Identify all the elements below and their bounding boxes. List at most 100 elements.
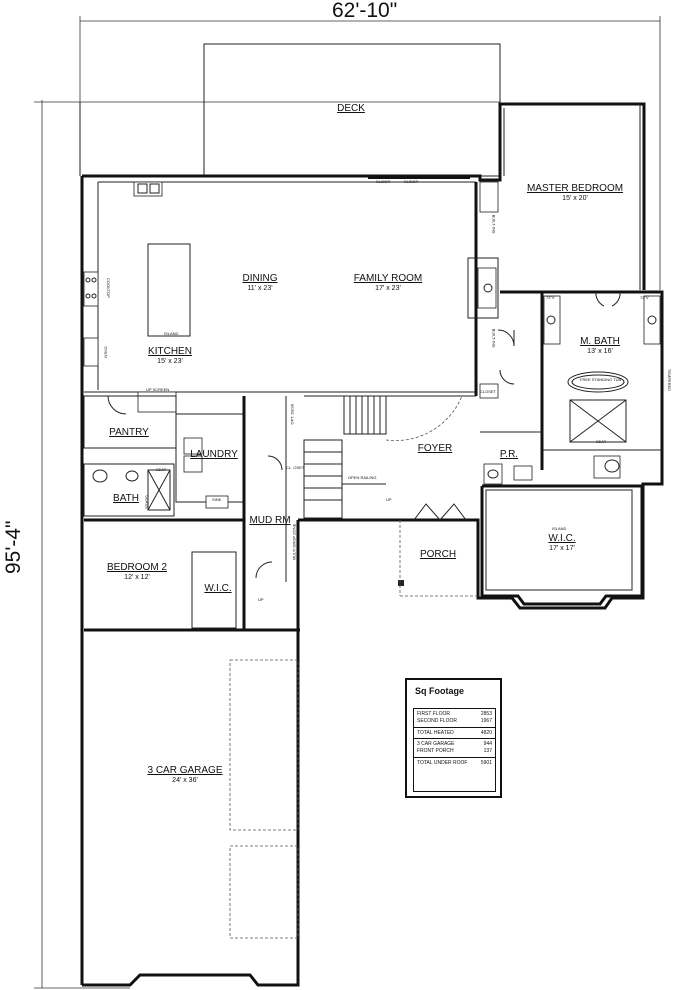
note-closet: CLOSET [480, 389, 497, 394]
room-name: LAUNDRY [190, 449, 238, 460]
note-slider: SLIDER [404, 179, 419, 184]
room-name: W.I.C. [204, 583, 232, 594]
room-dining: DINING 11' x 23' [230, 273, 290, 293]
room-size: 13' x 16' [587, 348, 613, 355]
room-name: P.R. [499, 449, 519, 460]
room-name: DINING [242, 273, 278, 284]
room-powder-room: P.R. [496, 450, 522, 460]
square-footage-table: Sq Footage FIRST FLOOR 2853 SECOND FLOOR… [405, 678, 502, 798]
row-label: SECOND FLOOR [417, 717, 458, 724]
note-oven: OVEN [103, 346, 109, 358]
note-slider: SLIDER [376, 179, 391, 184]
dimension-lines [34, 16, 661, 989]
note-cooktop: COOKTOP [105, 278, 111, 298]
room-bedroom-2-wic: W.I.C. [198, 584, 238, 594]
room-name: BEDROOM 2 [106, 562, 167, 573]
square-footage-title: Sq Footage [415, 686, 464, 696]
room-size: 17' x 17' [549, 545, 575, 552]
service-wing [83, 395, 300, 632]
room-name: DECK [337, 103, 365, 114]
table-row: 3 CAR GARAGE 944 [417, 741, 492, 748]
room-size: 12' x 12' [124, 574, 150, 581]
room-name: BATH [113, 493, 139, 504]
row-value: 944 [483, 741, 492, 748]
note-gas-fireplace: GAS FPL [473, 279, 479, 297]
room-porch: PORCH [412, 550, 464, 560]
note-built-ins: BUILT-INS [491, 214, 497, 234]
note-range-hood: UP SCREEN [146, 387, 170, 392]
row-label: FIRST FLOOR [417, 711, 450, 717]
note-optional-desk: OPT. DESK [289, 403, 295, 425]
table-row: TOTAL HEATED 4820 [417, 730, 492, 737]
row-label: TOTAL HEATED [417, 729, 454, 736]
row-value: 5901 [480, 759, 492, 766]
note-vanity-width: 72"V [546, 295, 555, 300]
room-name: 3 CAR GARAGE [147, 765, 223, 776]
heated-section: TOTAL HEATED 4820 [414, 728, 495, 740]
note-free-standing-tub: FREE STANDING TUB [580, 377, 622, 382]
row-value: 4820 [480, 729, 492, 736]
room-bath: BATH [106, 494, 146, 504]
room-garage: 3 CAR GARAGE 24' x 36' [140, 765, 230, 785]
room-size: 15' x 20' [562, 195, 588, 202]
room-name: PORCH [419, 549, 457, 560]
foyer-stairs [303, 395, 476, 597]
note-seat: SEAT [156, 467, 167, 472]
wic-pr [480, 431, 644, 606]
unheated-section: 3 CAR GARAGE 944 FRONT PORCH 137 [414, 739, 495, 758]
note-glass: GLASS [144, 495, 150, 509]
room-foyer: FOYER [410, 444, 460, 454]
room-mud-room: MUD RM [244, 516, 296, 526]
room-name: W.I.C. [548, 533, 576, 544]
note-coat-closet: CL. OSET [286, 465, 305, 470]
room-pantry: PANTRY [104, 428, 154, 438]
room-size: 15' x 23' [157, 358, 183, 365]
note-pocket-door: POCKET [242, 423, 248, 441]
garage [229, 659, 299, 939]
room-laundry: LAUNDRY [186, 450, 242, 460]
room-name: M. BATH [580, 336, 620, 347]
room-master-wic: W.I.C. 17' x 17' [532, 533, 592, 553]
note-open-railing: OPEN RAILING [348, 475, 377, 480]
room-deck: DECK [320, 104, 382, 114]
room-name: PANTRY [109, 427, 149, 438]
note-seat: SEAT [596, 439, 607, 444]
room-bedroom-2: BEDROOM 2 12' x 12' [100, 562, 174, 582]
room-name: FAMILY ROOM [353, 273, 423, 284]
row-label: 3 CAR GARAGE [417, 741, 455, 748]
room-master-bath: M. BATH 13' x 16' [570, 336, 630, 356]
table-row: FRONT PORCH 137 [417, 748, 492, 755]
total-section: TOTAL UNDER ROOF 5901 [414, 758, 495, 769]
overall-width-dimension: 62'-10" [332, 0, 398, 22]
row-label: TOTAL UNDER ROOF [417, 759, 468, 766]
note-built-ins: BUILT-INS [491, 328, 497, 348]
room-name: MASTER BEDROOM [526, 183, 624, 194]
note-stair-up: UP [258, 597, 264, 602]
note-island: ISLAND [164, 331, 179, 336]
square-footage-body: FIRST FLOOR 2853 SECOND FLOOR 1967 TOTAL… [413, 708, 496, 792]
note-island: ISLAND [552, 526, 567, 531]
room-name: FOYER [417, 443, 453, 454]
room-name: MUD RM [249, 515, 291, 526]
room-size: 17' x 23' [375, 285, 401, 292]
room-family-room: FAMILY ROOM 17' x 23' [340, 273, 436, 293]
row-value: 2853 [480, 711, 492, 717]
room-size: 11' x 23' [247, 285, 273, 292]
overall-depth-dimension: 95'-4" [2, 520, 25, 575]
note-tempered-glass: TEMPERED [667, 368, 673, 392]
table-row: FIRST FLOOR 2853 [417, 711, 492, 718]
exterior-walls [80, 102, 664, 987]
floor-section: FIRST FLOOR 2853 SECOND FLOOR 1967 [414, 709, 495, 728]
note-stair-up: UP [386, 497, 392, 502]
row-label: FRONT PORCH [417, 748, 454, 754]
master-suite [479, 290, 662, 479]
note-vanity-width: 72"V [640, 295, 649, 300]
row-value: 137 [483, 748, 492, 754]
room-size: 24' x 36' [172, 777, 198, 784]
table-row: SECOND FLOOR 1967 [417, 718, 492, 725]
note-sink: SINK [212, 497, 222, 502]
deck [79, 43, 501, 177]
room-name: KITCHEN [148, 346, 192, 357]
note-multi-drop-zone: MULTI DROP ZONE [291, 523, 297, 561]
